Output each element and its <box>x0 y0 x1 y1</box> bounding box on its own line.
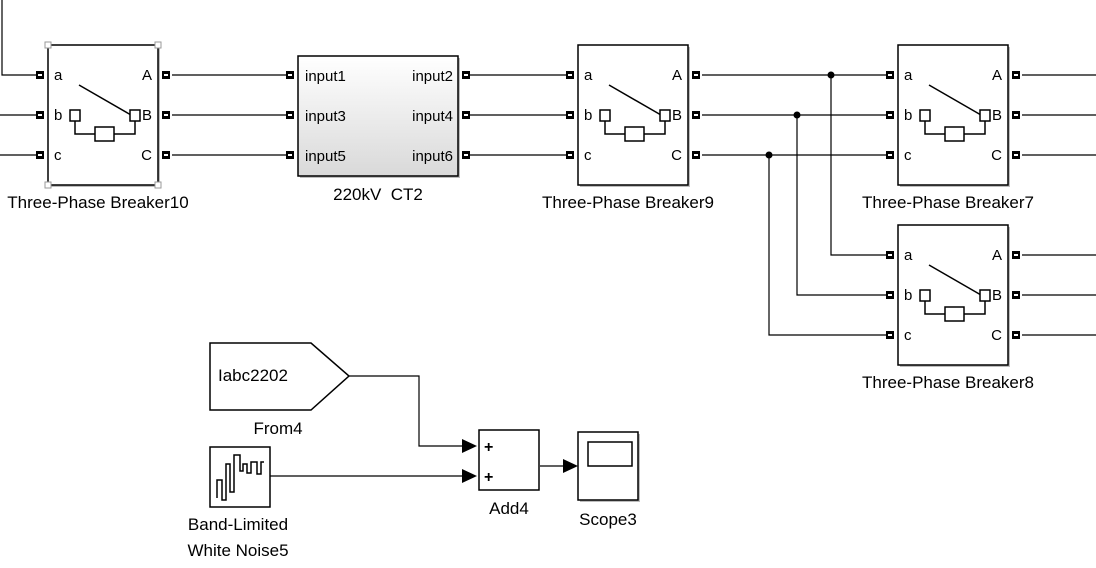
ct2-port-label: input5 <box>305 148 346 165</box>
wires <box>0 0 1096 483</box>
arrowhead-icon <box>462 439 477 453</box>
breaker-port-label: c <box>54 147 62 164</box>
breaker-port-label: a <box>904 67 913 84</box>
wire-branch-b8-a[interactable] <box>830 75 886 256</box>
selection-handle[interactable] <box>154 41 162 49</box>
ct2-port-label: input1 <box>305 68 346 85</box>
breaker-port-label: c <box>584 147 592 164</box>
add-sign: + <box>484 469 493 486</box>
port-mark <box>288 74 292 76</box>
breaker-block-b10[interactable]: a Ab Bc C Three-Phase Breaker10 <box>7 41 189 212</box>
breaker-port-label: b <box>904 287 912 304</box>
junction-dot <box>765 151 773 159</box>
arrowhead-icon <box>563 459 578 473</box>
breaker-port-label: C <box>671 147 682 164</box>
breaker-name: Three-Phase Breaker10 <box>7 193 188 212</box>
breaker-port-label: b <box>904 107 912 124</box>
wire-from4-add4[interactable] <box>349 375 466 447</box>
breaker-switch-icon <box>69 84 141 142</box>
breaker-port-label: A <box>992 247 1002 264</box>
breaker-block-b9[interactable]: a Ab Bc C Three-Phase Breaker9 <box>542 44 714 212</box>
ct2-port-label: input6 <box>412 148 453 165</box>
breaker-port-label: a <box>904 247 913 264</box>
breaker-block-b7[interactable]: a Ab Bc C Three-Phase Breaker7 <box>862 44 1034 212</box>
wire-branch-b8-c[interactable] <box>768 155 886 336</box>
breaker-port-label: C <box>991 327 1002 344</box>
breaker-port-label: B <box>992 287 1002 304</box>
breaker-port-label: b <box>54 107 62 124</box>
breaker-port-label: c <box>904 327 912 344</box>
add-block[interactable]: + + Add4 <box>478 429 540 518</box>
noise-block[interactable]: Band-Limited White Noise5 <box>187 446 289 560</box>
breaker-port-label: A <box>142 67 152 84</box>
breaker-port-label: A <box>992 67 1002 84</box>
breaker-port-label: b <box>584 107 592 124</box>
breaker-port-label: c <box>904 147 912 164</box>
junction-dot <box>793 111 801 119</box>
breaker-port-label: B <box>142 107 152 124</box>
breaker-port-label: a <box>54 67 63 84</box>
breaker-port-label: B <box>672 107 682 124</box>
selection-handle[interactable] <box>44 41 52 49</box>
ct2-port-label: input3 <box>305 108 346 125</box>
breaker-name: Three-Phase Breaker9 <box>542 193 714 212</box>
port-mark <box>464 154 468 156</box>
selection-handle[interactable] <box>44 181 52 189</box>
noise-name-line1: Band-Limited <box>188 515 288 534</box>
ct2-port-label: input2 <box>412 68 453 85</box>
breaker-switch-icon <box>919 84 991 142</box>
noise-waveform-icon <box>216 454 264 501</box>
add-sign: + <box>484 439 493 456</box>
breaker-port-label: a <box>584 67 593 84</box>
selection-handle[interactable] <box>154 181 162 189</box>
subsystem-ct2-block[interactable]: input1 input3 input5 input2 input4 input… <box>286 55 470 204</box>
scope-screen-icon <box>587 441 633 467</box>
ct2-port-label: input4 <box>412 108 453 125</box>
breaker-name: Three-Phase Breaker7 <box>862 193 1034 212</box>
scope-block[interactable]: Scope3 <box>577 431 640 529</box>
wire-in-a-b10[interactable] <box>1 0 36 76</box>
port-mark <box>288 154 292 156</box>
port-mark <box>288 114 292 116</box>
subsystem-name: 220kV CT2 <box>333 185 423 204</box>
breaker-port-label: A <box>672 67 682 84</box>
wire-branch-b8-b[interactable] <box>796 115 886 296</box>
breaker-switch-icon <box>919 264 991 322</box>
scope-block-name: Scope3 <box>579 510 637 529</box>
breaker-switch-icon <box>599 84 671 142</box>
breaker-block-b8[interactable]: a Ab Bc C Three-Phase Breaker8 <box>862 224 1034 392</box>
arrowhead-icon <box>462 469 477 483</box>
ct2-ports <box>286 71 470 159</box>
from-block[interactable]: Iabc2202 From4 <box>209 342 351 438</box>
breaker-name: Three-Phase Breaker8 <box>862 373 1034 392</box>
add-block-name: Add4 <box>489 499 529 518</box>
from-tag: Iabc2202 <box>218 366 288 385</box>
breaker-port-label: B <box>992 107 1002 124</box>
breaker-port-label: C <box>991 147 1002 164</box>
port-mark <box>464 74 468 76</box>
breaker-port-label: C <box>141 147 152 164</box>
from-block-name: From4 <box>253 419 302 438</box>
noise-name-line2: White Noise5 <box>187 541 288 560</box>
port-mark <box>464 114 468 116</box>
junction-dot <box>827 71 835 79</box>
